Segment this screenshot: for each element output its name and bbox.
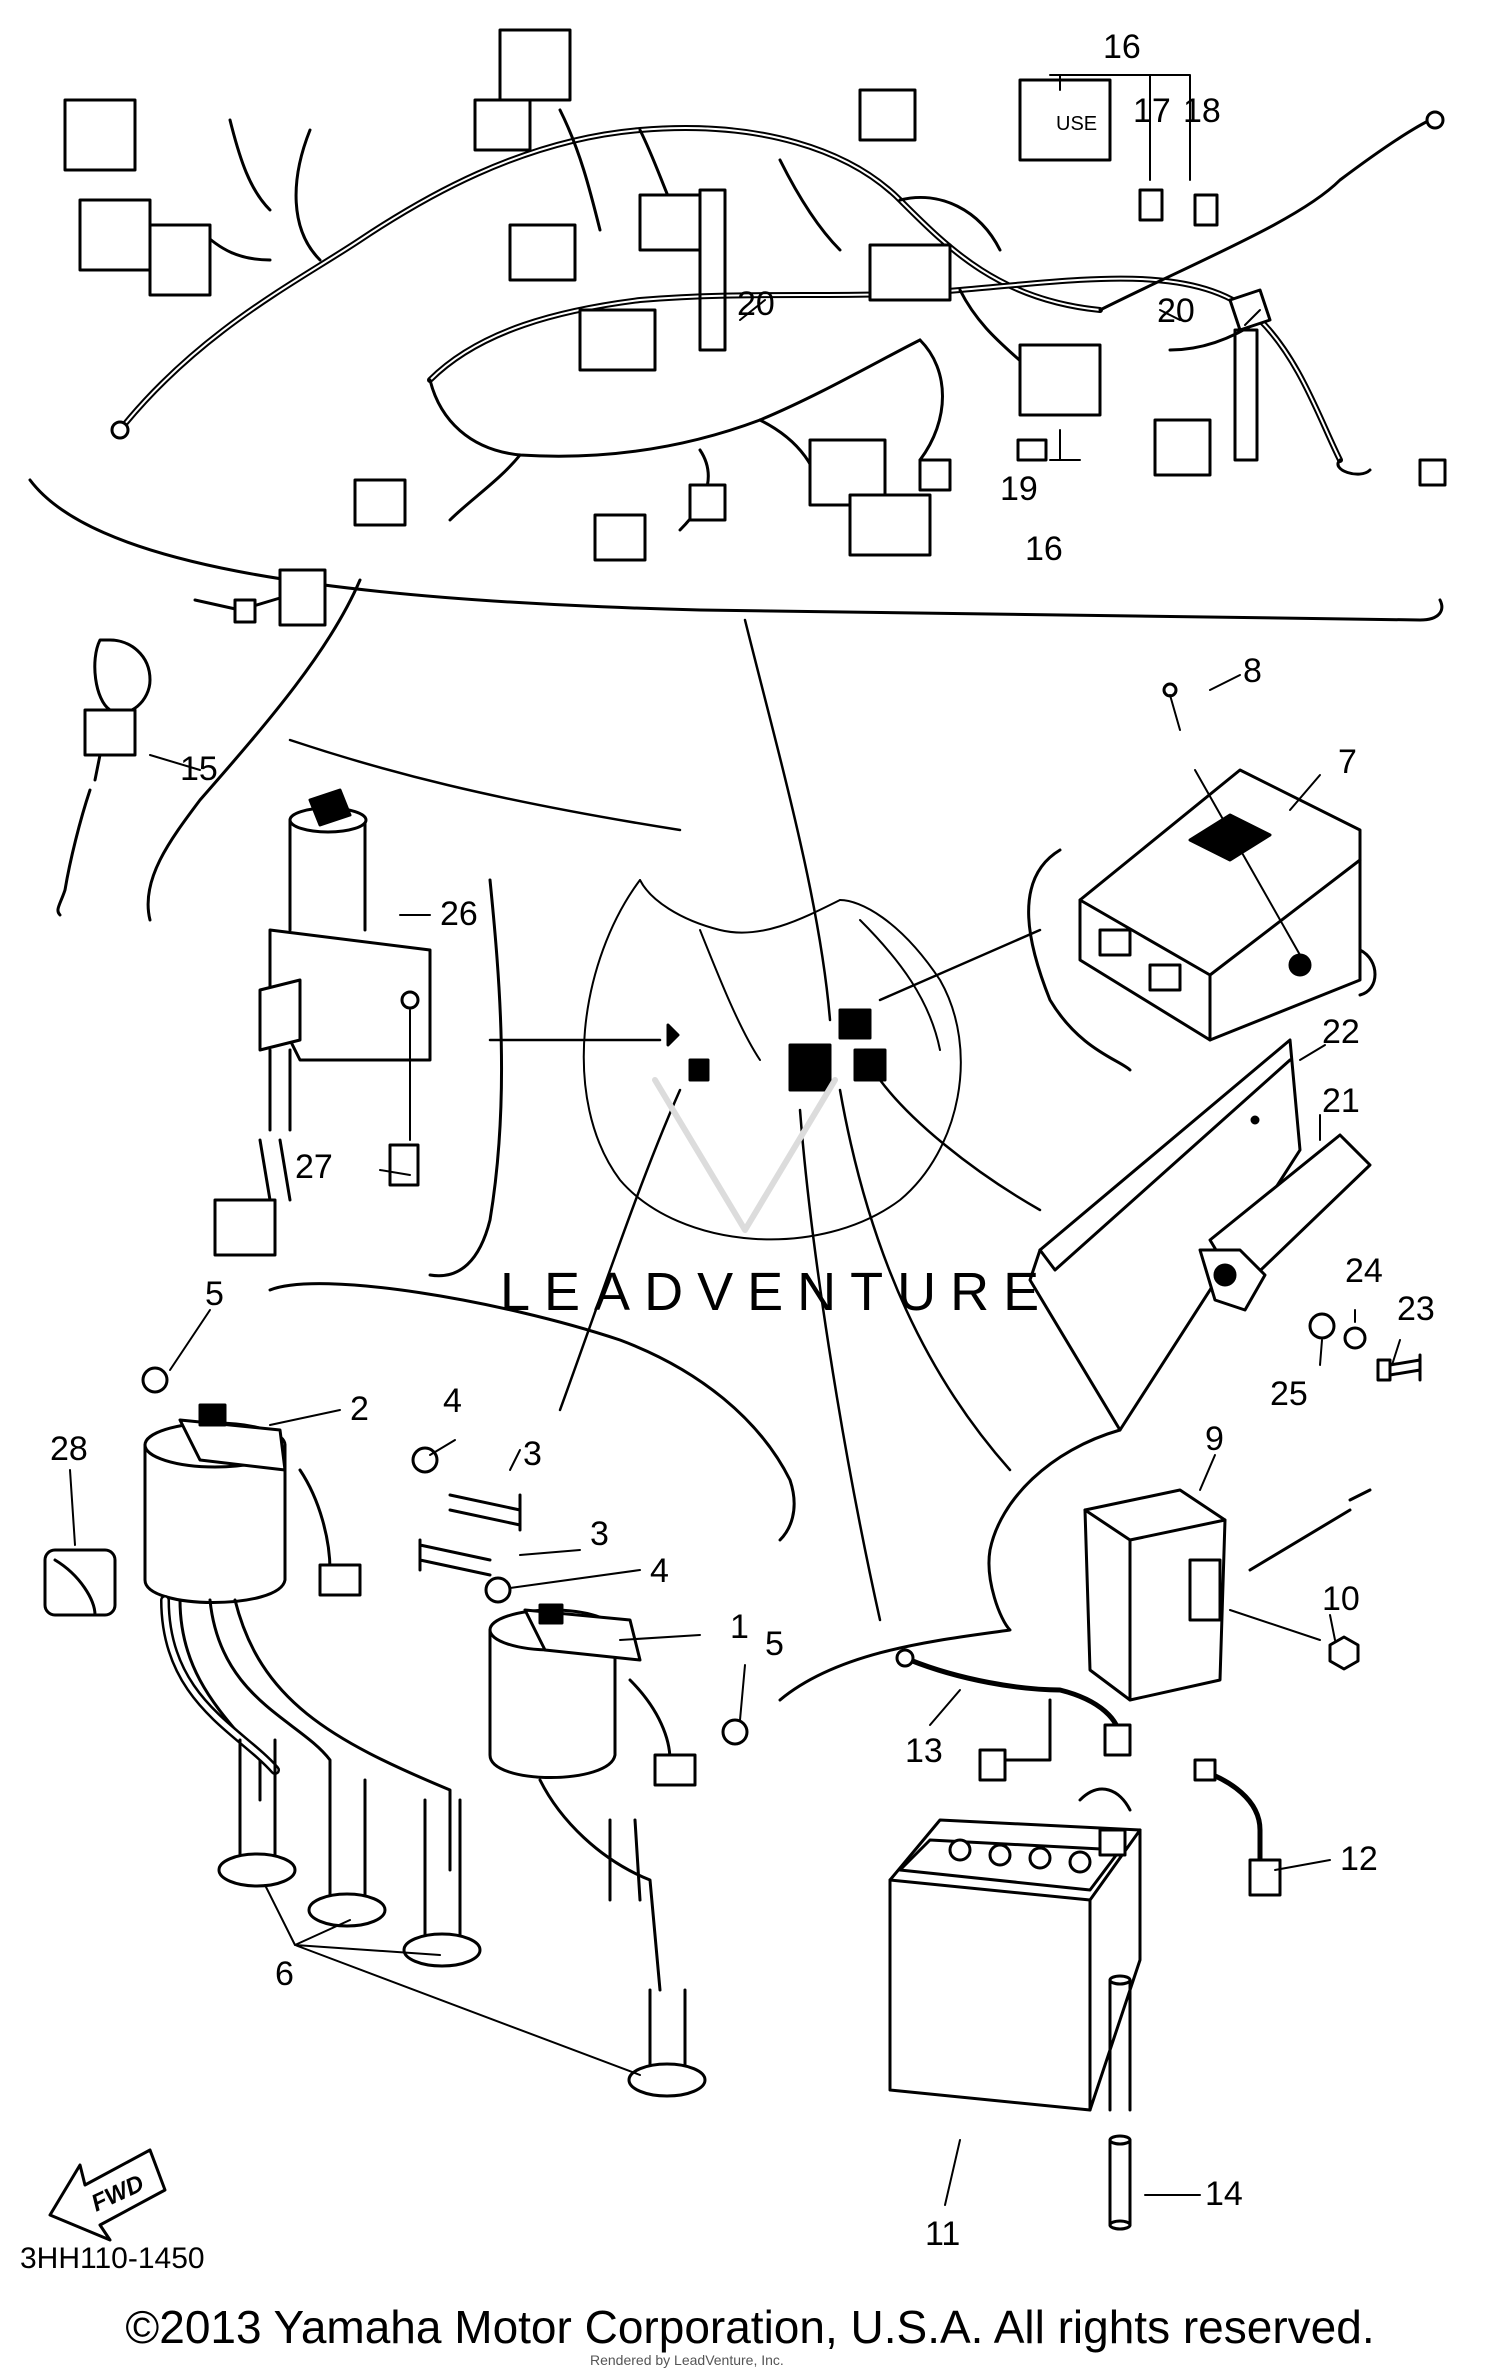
watermark: LEADVENTURE [500, 1077, 1053, 1322]
cdi-unit-7 [1078, 682, 1377, 1042]
callout-12: 12 [1340, 1840, 1378, 1878]
part-code: 3HH110-1450 [20, 2242, 205, 2275]
relay-cluster [666, 1008, 887, 1092]
callout-20b: 20 [1157, 292, 1195, 330]
leader-lines [288, 618, 1042, 1622]
bracket-26 [428, 878, 504, 1278]
plate-22 [1028, 1038, 1302, 1432]
bolts-nuts [411, 1446, 522, 1604]
rendered-by: Rendered by LeadVenture, Inc. [590, 2352, 784, 2368]
callout-11: 11 [925, 2215, 960, 2253]
callout-15: 15 [180, 750, 218, 788]
fwd-arrow: FWD [48, 2148, 167, 2242]
callout-7: 7 [1338, 743, 1357, 781]
callout-4: 4 [443, 1382, 462, 1420]
breather-hose-14 [1108, 1974, 1132, 2231]
callout-22: 22 [1322, 1013, 1360, 1051]
callout-2: 2 [350, 1390, 369, 1428]
callout-13: 13 [905, 1732, 943, 1770]
callout-4b: 4 [650, 1552, 669, 1590]
callout-3b: 3 [590, 1515, 609, 1553]
callout-19: 19 [1000, 470, 1038, 508]
callout-17: 17 [1133, 92, 1171, 130]
watermark-text: LEADVENTURE [500, 1262, 1053, 1322]
callout-10: 10 [1322, 1580, 1360, 1618]
callout-14: 14 [1205, 2175, 1243, 2213]
bracket-15 [146, 578, 362, 922]
clip-28 [43, 1548, 117, 1617]
callout-9: 9 [1205, 1420, 1224, 1458]
switch-15 [56, 568, 327, 917]
callout-6: 6 [275, 1955, 294, 1993]
battery-11 [888, 1818, 1142, 2112]
wire-harness: USE [63, 28, 1447, 562]
callout-21: 21 [1322, 1082, 1360, 1120]
fuse-box-label: USE [1056, 113, 1097, 135]
harness-bracket [28, 478, 1444, 622]
callout-labels: 1 2 3 3 4 4 5 5 6 7 8 9 10 11 12 13 14 1… [20, 28, 1435, 2275]
callout-26: 26 [440, 895, 478, 933]
callout-24: 24 [1345, 1252, 1383, 1290]
bracket-7 [1027, 848, 1132, 1072]
frame-silhouette [582, 879, 962, 1241]
bracket-rectifier [778, 1428, 1122, 1702]
callout-8: 8 [1243, 652, 1262, 690]
starter-relay-9 [1083, 1488, 1372, 1702]
callout-18: 18 [1183, 92, 1221, 130]
callout-16: 16 [1103, 28, 1141, 66]
battery-cables [895, 1648, 1282, 1897]
ignition-coil-2 [141, 1366, 362, 1604]
copyright-notice: ©2013 Yamaha Motor Corporation, U.S.A. A… [125, 2301, 1375, 2353]
callout-25: 25 [1270, 1375, 1308, 1413]
ignition-switch-26 [213, 788, 432, 1257]
callout-5b: 5 [765, 1625, 784, 1663]
bracket-coils [268, 1282, 796, 1542]
callout-3: 3 [523, 1435, 542, 1473]
callout-28: 28 [50, 1430, 88, 1468]
callout-16b: 16 [1025, 530, 1063, 568]
callout-20: 20 [737, 285, 775, 323]
callout-1: 1 [730, 1608, 749, 1646]
ignition-coil-1 [488, 1603, 749, 1787]
plug-leads-6 [160, 1595, 707, 2098]
callout-5: 5 [205, 1275, 224, 1313]
hardware-23-25 [1308, 1312, 1422, 1382]
callout-27: 27 [295, 1148, 333, 1186]
callout-leaders [69, 74, 1401, 2206]
callout-23: 23 [1397, 1290, 1435, 1328]
regulator-21 [1198, 1133, 1372, 1312]
